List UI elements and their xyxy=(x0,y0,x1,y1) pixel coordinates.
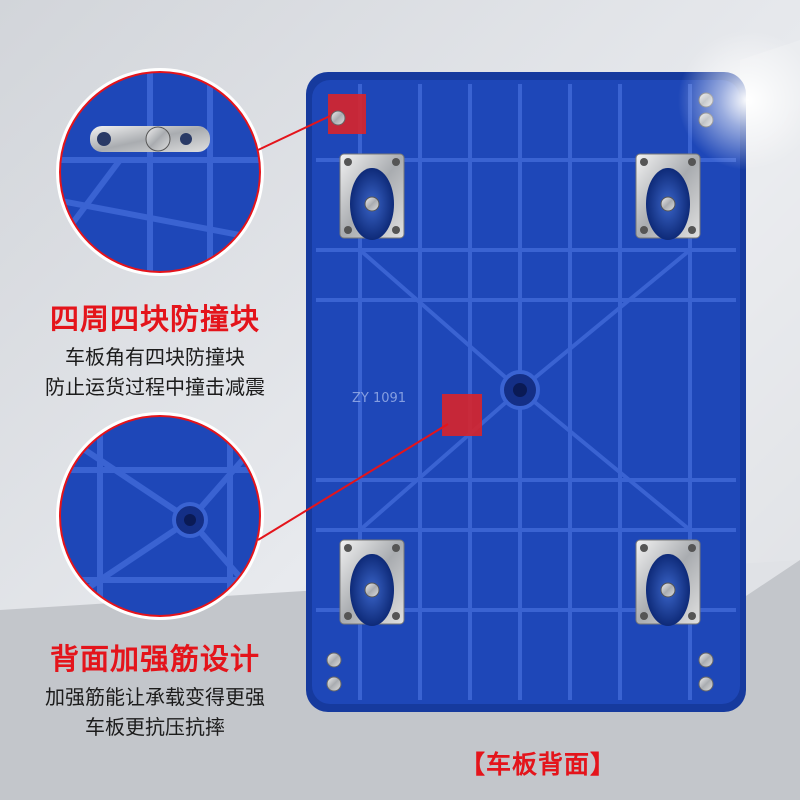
callout-bumpers: 四周四块防撞块 车板角有四块防撞块 防止运货过程中撞击减震 xyxy=(20,296,290,402)
callout-description: 加强筋能让承载变得更强 车板更抗压抗摔 xyxy=(20,682,290,742)
callout-ribs: 背面加强筋设计 加强筋能让承载变得更强 车板更抗压抗摔 xyxy=(20,636,290,742)
callout-description: 车板角有四块防撞块 防止运货过程中撞击减震 xyxy=(20,342,290,402)
center-label xyxy=(442,394,482,436)
callout-line-1 xyxy=(257,115,331,151)
caster-wheel xyxy=(339,153,405,240)
zoom-circle-rib xyxy=(56,412,264,620)
wall-light xyxy=(740,40,800,600)
callout-title: 背面加强筋设计 xyxy=(49,642,260,676)
callout-line: 防止运货过程中撞击减震 xyxy=(45,375,265,399)
caster-wheel xyxy=(635,539,701,626)
caster-wheel xyxy=(339,539,405,626)
callout-line: 车板更抗压抗摔 xyxy=(85,715,225,739)
zoom-circle-bumper xyxy=(56,68,264,276)
callout-line: 加强筋能让承载变得更强 xyxy=(45,685,265,709)
callout-line-2 xyxy=(257,423,449,541)
caster-wheel xyxy=(635,153,701,240)
callout-line: 车板角有四块防撞块 xyxy=(65,345,245,369)
caption: 【车板背面】 xyxy=(459,750,616,779)
light-glare xyxy=(678,30,800,170)
watermark: ZY 1091 xyxy=(352,391,406,406)
callout-title: 四周四块防撞块 xyxy=(49,302,260,336)
